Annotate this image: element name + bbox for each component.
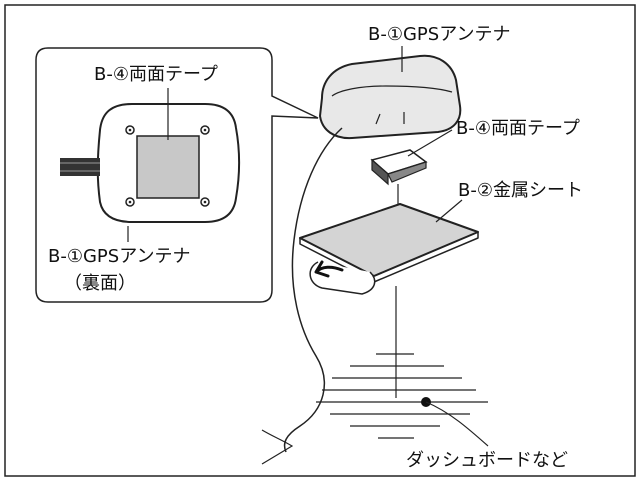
- label-tape-inset: B-④両面テープ: [94, 64, 218, 85]
- peel-backing: [309, 260, 376, 295]
- antenna-ridge: [375, 112, 405, 125]
- cable-end: [261, 429, 294, 465]
- label-dashboard: ダッシュボードなど: [406, 450, 568, 471]
- label-antenna-top: B-①GPSアンテナ: [368, 24, 511, 45]
- peel-arrow: [314, 260, 344, 278]
- leader-tape-main: [407, 129, 453, 157]
- inset-callout: B-④両面テープ B-①GPSアンテナ （裏面）: [35, 47, 319, 303]
- label-metal-sheet: B-②金属シート: [458, 180, 583, 201]
- antenna-top-face: [331, 85, 453, 97]
- tape-peel: [387, 161, 427, 183]
- dashboard-surface: [316, 353, 488, 439]
- label-antenna-back: B-①GPSアンテナ: [48, 246, 191, 267]
- backing-curl: [309, 261, 376, 295]
- label-tape-main: B-④両面テープ: [456, 118, 580, 139]
- screw-holes: [125, 125, 210, 207]
- outer-frame: [4, 4, 636, 477]
- leader-metal-sheet: [435, 199, 463, 223]
- label-back-side: （裏面）: [64, 273, 136, 294]
- leader-dashboard: [425, 401, 489, 447]
- cable-stub: [60, 158, 100, 176]
- gps-antenna: B-①GPSアンテナ: [318, 24, 511, 140]
- antenna-cable: [283, 127, 343, 453]
- antenna-body: [318, 54, 462, 140]
- metal-sheet: B-②金属シート: [299, 180, 583, 283]
- tape-side: [371, 158, 389, 186]
- tape-piece: B-④両面テープ: [370, 118, 580, 186]
- tape-square-back: [136, 135, 200, 199]
